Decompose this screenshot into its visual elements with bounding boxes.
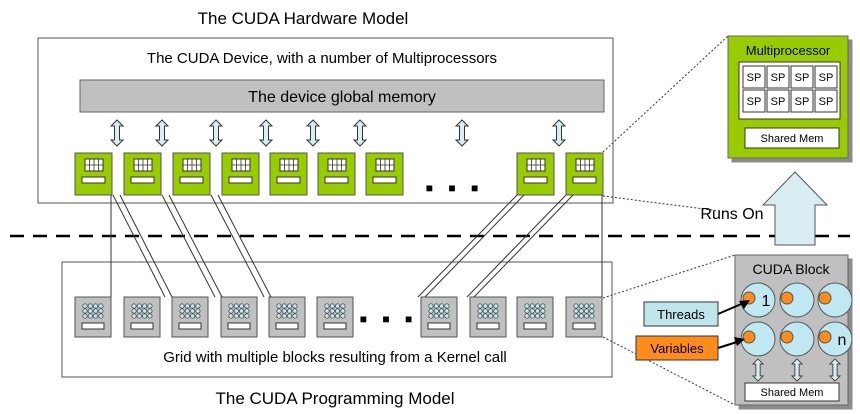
sp-label: SP (747, 72, 762, 84)
thread-first-label: 1 (762, 293, 771, 310)
sp-cell (790, 89, 814, 113)
thread-circle (817, 282, 853, 318)
programming-model-title: The CUDA Programming Model (215, 389, 454, 408)
mapping-line (417, 194, 518, 298)
grid-block (565, 296, 603, 338)
sp-label: SP (819, 72, 834, 84)
zoom-guide-lines (602, 35, 736, 406)
variable-dots (742, 291, 832, 344)
multiprocessor-detail-title: Multiprocessor (746, 43, 831, 58)
thread-last-label: n (838, 332, 847, 349)
block-to-mp-mapping-lines (110, 194, 603, 298)
programming-ellipsis: ■ ■ ■ (360, 312, 418, 326)
sp-cell (742, 89, 766, 113)
variable-dot (780, 330, 794, 344)
multiprocessor-unit (365, 152, 404, 196)
mapping-line (119, 194, 173, 298)
mapping-line (466, 194, 567, 298)
block-shared-mem-label: Shared Mem (761, 387, 824, 399)
variable-dot (818, 330, 832, 344)
variables-callout-label: Variables (650, 341, 704, 356)
grid-block (469, 296, 507, 338)
thread-circle (740, 282, 776, 318)
sp-cell (766, 89, 790, 113)
global-memory-label: The device global memory (248, 89, 436, 106)
grid-block-row (74, 296, 603, 338)
cuda-device-label: The CUDA Device, with a number of Multip… (147, 50, 497, 67)
variable-dot (780, 291, 794, 305)
mapping-line (473, 194, 574, 298)
sp-cell (814, 65, 838, 89)
sp-label: SP (795, 72, 810, 84)
runs-on-label: Runs On (700, 206, 763, 223)
multiprocessor-row (74, 152, 604, 196)
variables-callout-box (635, 335, 719, 361)
grid-block (123, 296, 161, 338)
mapping-line (424, 194, 525, 298)
grid-block (316, 296, 354, 338)
cuda-block-title: CUDA Block (752, 261, 830, 277)
sp-cell (790, 65, 814, 89)
multiprocessor-unit (516, 152, 555, 196)
mapping-line (210, 194, 265, 298)
mapping-line (168, 194, 223, 298)
threads-callout-arrowhead (739, 300, 750, 309)
grid-block (516, 296, 554, 338)
hardware-model-title: The CUDA Hardware Model (198, 9, 409, 28)
sp-cell (814, 89, 838, 113)
sp-cell (742, 65, 766, 89)
thread-circle (779, 321, 815, 357)
variables-callout-arrowhead (734, 337, 745, 346)
sp-label: SP (819, 96, 834, 108)
sp-cell (766, 65, 790, 89)
grid-block (268, 296, 306, 338)
mapping-line (217, 194, 272, 298)
block-shared-mem-box (744, 382, 840, 402)
multiprocessor-unit (317, 152, 356, 196)
multiprocessor-unit (565, 152, 604, 196)
kernel-grid-label: Grid with multiple blocks resulting from… (163, 349, 506, 366)
mapping-line (161, 194, 216, 298)
threads-callout-label: Threads (657, 307, 705, 322)
sp-label: SP (771, 72, 786, 84)
multiprocessor-unit (172, 152, 211, 196)
multiprocessor-unit (269, 152, 308, 196)
sp-label: SP (771, 96, 786, 108)
global-memory-bar (79, 79, 605, 113)
multiprocessor-unit (74, 152, 113, 196)
mp-shared-mem-label: Shared Mem (761, 133, 824, 145)
mp-shared-mem-box (744, 127, 840, 149)
thread-circles (740, 282, 853, 357)
multiprocessor-unit (123, 152, 162, 196)
thread-circle (817, 321, 853, 357)
hardware-ellipsis: ■ ■ ■ (426, 181, 484, 195)
variable-dot (742, 330, 756, 344)
grid-block (220, 296, 258, 338)
grid-block (171, 296, 209, 338)
sp-label: SP (747, 96, 762, 108)
variable-dot (818, 291, 832, 305)
multiprocessor-unit (221, 152, 260, 196)
grid-block (74, 296, 112, 338)
mapping-line (112, 194, 166, 298)
thread-circle (779, 282, 815, 318)
runs-on-arrow (761, 171, 829, 246)
grid-block (420, 296, 458, 338)
sp-label: SP (795, 96, 810, 108)
sp-grid: SP SP SP SP SP SP SP SP (742, 65, 838, 113)
